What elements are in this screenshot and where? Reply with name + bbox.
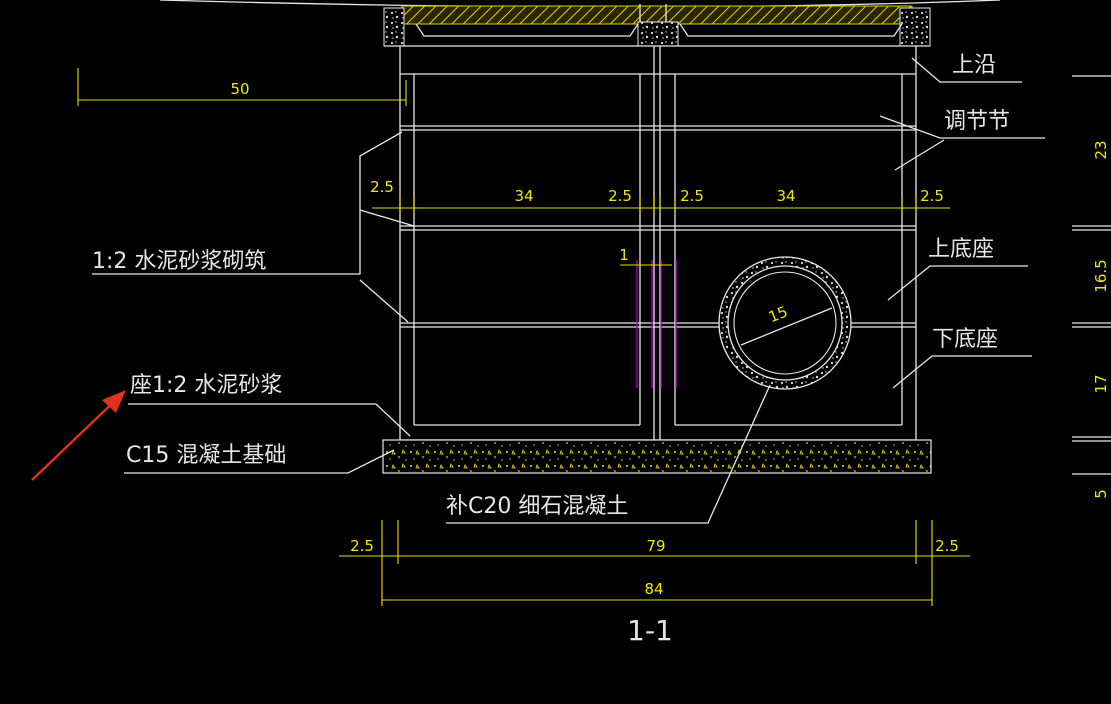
rebar-lines	[636, 260, 677, 388]
manhole-cover	[383, 4, 931, 47]
dim-15-pipe: 15	[766, 302, 790, 326]
dim-79: 79	[646, 537, 665, 555]
label-top-edge: 上沿	[952, 53, 996, 78]
dimension-lines	[77, 68, 970, 606]
dim-2-5-left-inner: 2.5	[608, 187, 632, 205]
dim-1: 1	[619, 246, 629, 264]
dim-17-right: 17	[1092, 374, 1110, 393]
dim-34-right: 34	[776, 187, 795, 205]
chamber-walls	[399, 46, 917, 441]
dim-84: 84	[644, 580, 663, 598]
dim-2-5-right-outer: 2.5	[920, 187, 944, 205]
dim-34-left: 34	[514, 187, 533, 205]
red-arrow-annotation	[31, 390, 126, 481]
section-title: 1-1	[627, 614, 673, 647]
label-adjust-section: 调节节	[944, 109, 1010, 134]
dim-23-right: 23	[1092, 140, 1110, 159]
label-upper-base: 上底座	[928, 237, 994, 262]
leader-lines	[92, 57, 1111, 524]
dim-2-5-bottom-right: 2.5	[935, 537, 959, 555]
label-lower-base: 下底座	[932, 327, 998, 352]
dim-50: 50	[230, 80, 249, 98]
dim-2-5-bottom-left: 2.5	[350, 537, 374, 555]
dim-16-5-right: 16.5	[1092, 259, 1110, 292]
dim-2-5-right-inner: 2.5	[680, 187, 704, 205]
c15-foundation	[382, 439, 932, 474]
label-c15-foundation: C15 混凝土基础	[126, 443, 286, 468]
dim-2-5-left-outer: 2.5	[370, 178, 394, 196]
label-masonry: 1:2 水泥砂浆砌筑	[92, 249, 266, 274]
label-fill-concrete: 补C20 细石混凝土	[446, 494, 628, 519]
pipe-section	[718, 256, 852, 390]
dim-5-right: 5	[1092, 489, 1110, 499]
label-mortar-seat: 座1:2 水泥砂浆	[130, 373, 282, 398]
